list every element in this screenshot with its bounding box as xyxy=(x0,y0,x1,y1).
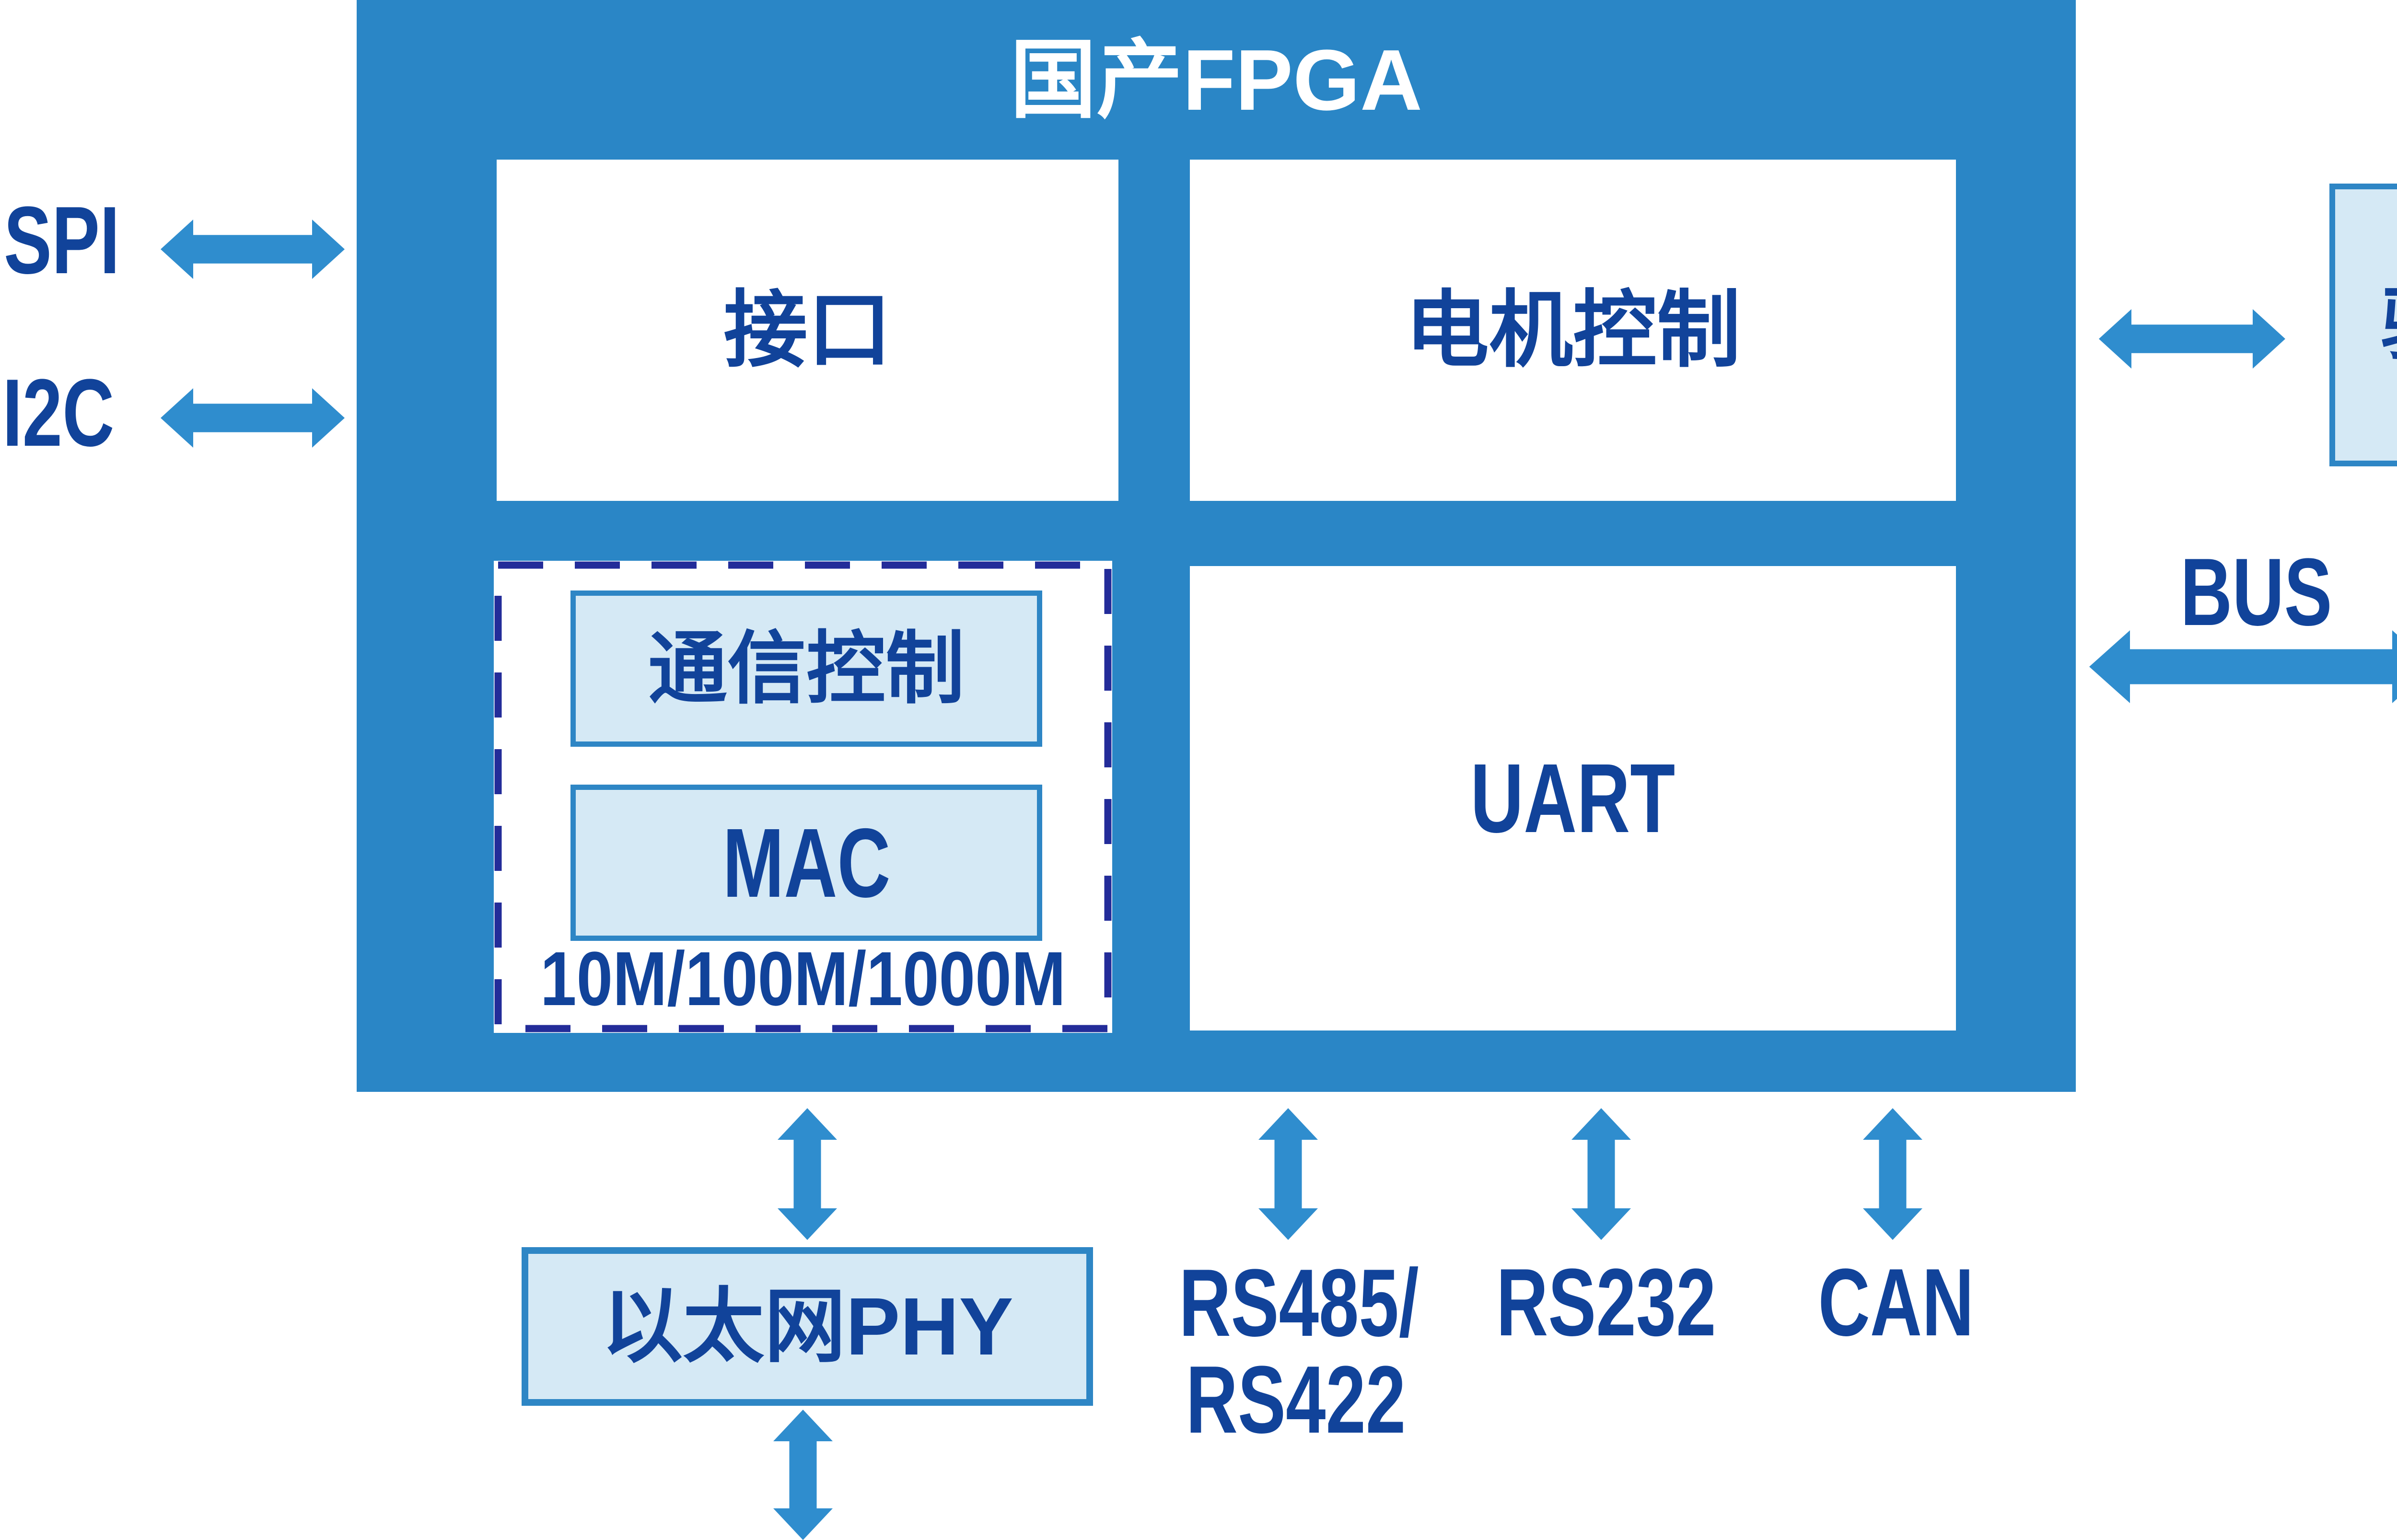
can-arrow-icon xyxy=(1863,1108,1922,1240)
drive-left-arrow-icon xyxy=(2099,309,2285,369)
i2c-label: I2C xyxy=(2,365,151,461)
motor-control-label: 电机控制 xyxy=(1405,283,1741,377)
uart-block: UART xyxy=(1190,566,1956,1031)
bus-label-text: BUS xyxy=(2180,539,2332,646)
ethernet-phy-bottom-arrow-icon xyxy=(773,1410,833,1540)
i2c-label-text: I2C xyxy=(2,359,115,466)
interface-block: 接口 xyxy=(497,160,1118,501)
rs232-arrow-icon xyxy=(1571,1108,1631,1240)
rs232-label: RS232 xyxy=(1496,1249,1716,1356)
mac-label: MAC xyxy=(722,808,891,918)
spi-label: SPI xyxy=(4,193,158,289)
ethernet-dashed-group: 通信控制 MAC 10M/100M/1000M xyxy=(494,561,1112,1033)
uart-label: UART xyxy=(1470,743,1676,853)
ethernet-speed-label: 10M/100M/1000M xyxy=(540,936,1066,1021)
spi-arrow-icon xyxy=(161,220,345,279)
can-label: CAN xyxy=(1818,1249,1974,1356)
comm-control-label: 通信控制 xyxy=(648,624,965,713)
comm-control-block: 通信控制 xyxy=(570,591,1042,747)
fpga-chip-block: 国产FPGA 接口 电机控制 通信控制 MAC 10M/100M/1000M U… xyxy=(357,0,2076,1092)
rs485-label: RS485/ RS422 xyxy=(1179,1250,1419,1453)
interface-label: 接口 xyxy=(723,283,892,377)
bus-label: BUS xyxy=(2180,544,2383,640)
ethernet-phy-block: 以太网PHY xyxy=(522,1247,1093,1406)
motor-control-block: 电机控制 xyxy=(1190,160,1956,501)
fpga-title: 国产FPGA xyxy=(1010,32,1422,128)
rs485-label-line2: RS422 xyxy=(1186,1346,1406,1453)
spi-label-text: SPI xyxy=(4,187,120,294)
mac-block: MAC xyxy=(570,785,1042,941)
i2c-arrow-icon xyxy=(161,388,345,448)
rs485-label-line1: RS485/ xyxy=(1179,1250,1419,1356)
rs485-arrow-icon xyxy=(1258,1108,1318,1240)
ethernet-phy-label: 以太网PHY xyxy=(601,1281,1013,1372)
drive-label: 驱动 xyxy=(2381,285,2397,365)
ethernet-phy-top-arrow-icon xyxy=(778,1108,837,1240)
drive-block: 驱动 xyxy=(2329,184,2397,466)
